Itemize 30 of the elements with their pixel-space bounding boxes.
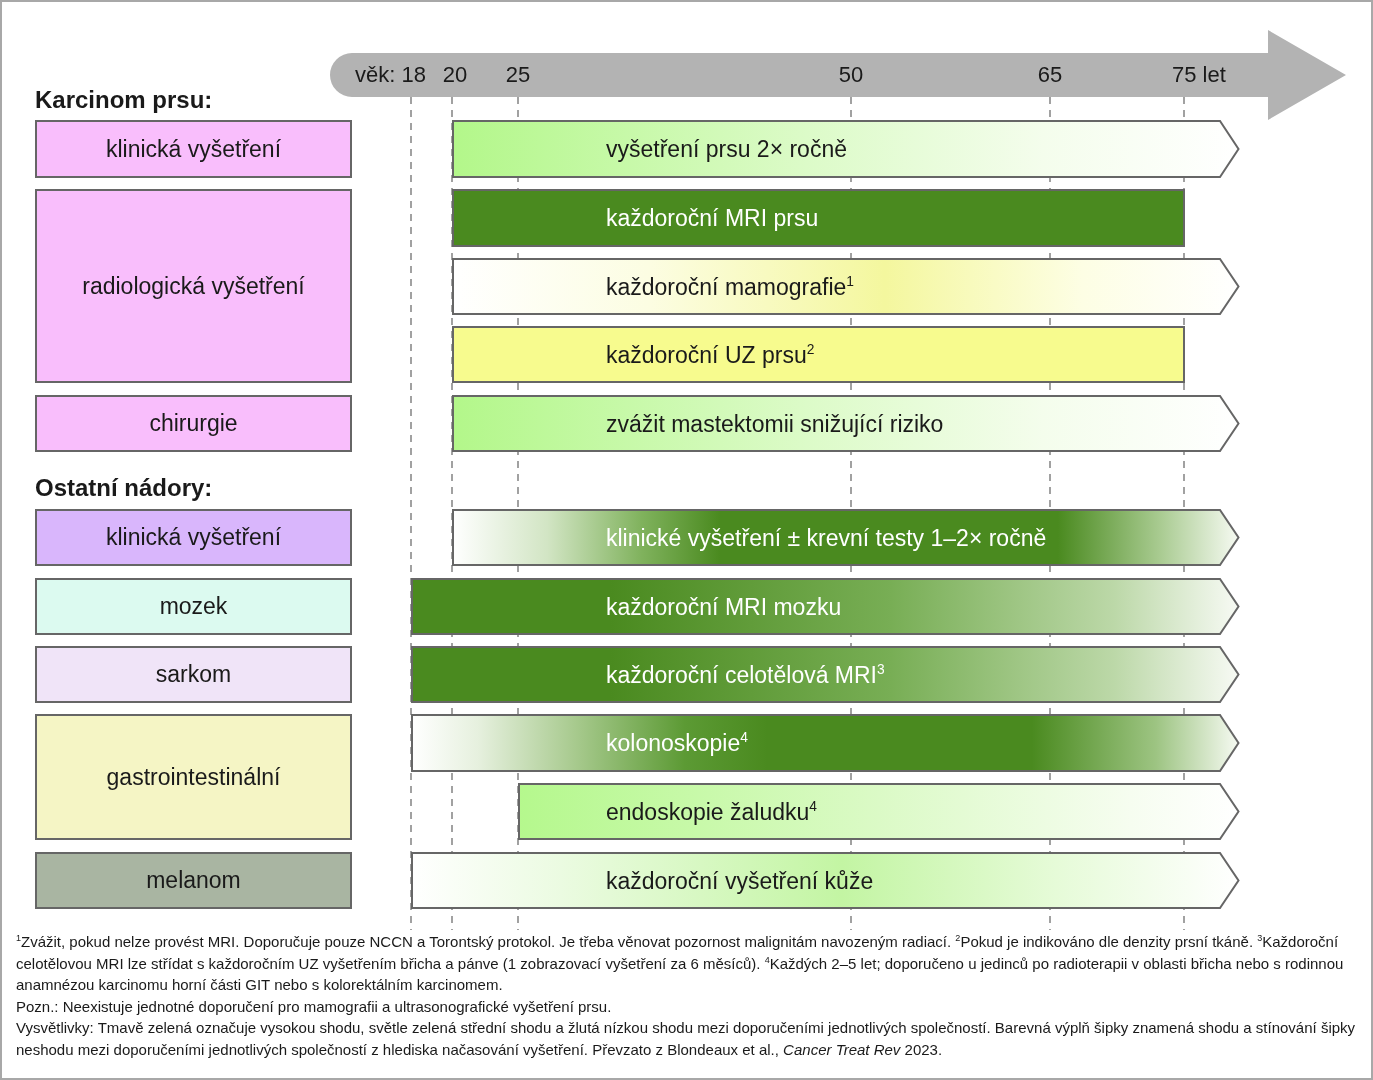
explanatory-note: Vysvětlivky: Tmavě zelená označuje vysokou shodu, světle zelená střední shodu a žlutá nízkou shodu mezi doporučeními jednotlivých společností. Barevná výplň šipky znamená shodu a stínování šipky neshodu mezi doporučeními jednotlivých společností z hlediska načasování vyšetření. Převzato z Blondeaux et al., Cancer Treat Rev 2023. (16, 1018, 1357, 1060)
note: Pozn.: Neexistuje jednotné doporučení pro mamografii a ultrasonografické vyšetření prsu. (16, 996, 613, 1017)
category-box: chirurgie (35, 395, 352, 452)
axis-tick-label: 65 (1036, 62, 1064, 88)
section-heading: Karcinom prsu: (35, 87, 214, 113)
axis-tick-label: 50 (837, 62, 865, 88)
timeline-bar: každoroční mamografie$^{1}$ (452, 258, 1240, 315)
footnotes: $^{1}$Zvážit, pokud nelze provést MRI. Doporučuje pouze NCCN a Torontský protokol. Je třeba věnovat pozornost malignitám navozeným radiací. $^{2}$Pokud je indikováno dle denzity prsní tkáně. $^{3}$Každoroční celotělovou MRI lze střídat s každoročním UZ vyšetřením břicha a pánve (1 zobrazovací vyšetření za 6 měsíců). $^{4}$Každých 2–5 let; doporučeno u jedinců po radioterapii v oblasti břicha nebo s rodinnou anamnézou karcinomu horní části GIT nebo s kolorektálním karcinomem. (16, 932, 1345, 996)
timeline-bar: kolonoskopie$^{4}$ (411, 714, 1240, 772)
axis-tick-label: 75 let (1172, 62, 1227, 88)
axis-tick-label: 25 (504, 62, 532, 88)
axis-tick-label: věk: 18 (354, 62, 426, 88)
timeline-bar: vyšetření prsu 2× ročně (452, 120, 1240, 178)
timeline-bar: zvážit mastektomii snižující riziko (452, 395, 1240, 452)
axis-tick-label: 20 (441, 62, 469, 88)
category-box: mozek (35, 578, 352, 635)
timeline-bar: každoroční celotělová MRI$^{3}$ (411, 646, 1240, 703)
category-box: klinická vyšetření (35, 509, 352, 566)
category-box: gastrointestinální (35, 714, 352, 840)
category-box: melanom (35, 852, 352, 909)
timeline-bar: každoroční UZ prsu$^{2}$ (452, 326, 1185, 383)
timeline-bar: klinické vyšetření ± krevní testy 1–2× ročně (452, 509, 1240, 566)
timeline-bar: každoroční MRI mozku (411, 578, 1240, 635)
section-heading: Ostatní nádory: (35, 475, 214, 501)
category-box: radiologická vyšetření (35, 189, 352, 383)
timeline-bar: endoskopie žaludku$^{4}$ (518, 783, 1240, 840)
timeline-bar: každoroční MRI prsu (452, 189, 1185, 247)
category-box: klinická vyšetření (35, 120, 352, 178)
timeline-bar: každoroční vyšetření kůže (411, 852, 1240, 909)
category-box: sarkom (35, 646, 352, 703)
